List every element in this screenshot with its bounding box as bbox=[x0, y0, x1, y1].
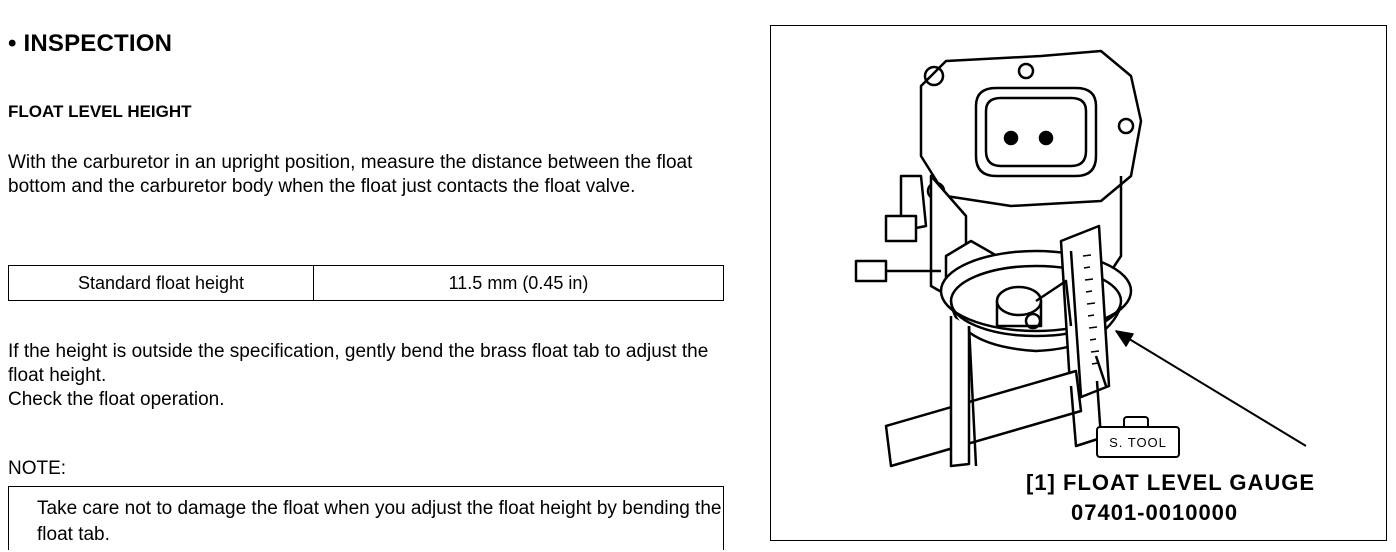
note-text: Take care not to damage the float when y… bbox=[37, 498, 722, 545]
carburetor-illustration bbox=[854, 49, 1307, 468]
carburetor-figure: S. TOOL [1] FLOAT LEVEL GAUGE 07401-0010… bbox=[770, 25, 1387, 541]
spec-value: 11.5 mm (0.45 in) bbox=[448, 272, 589, 293]
spec-label: Standard float height bbox=[9, 266, 314, 300]
note-box: Take care not to damage the float when y… bbox=[8, 486, 724, 550]
adjust-paragraph: If the height is outside the specificati… bbox=[8, 340, 738, 412]
spec-table: Standard float height 11.5 mm (0.45 in) bbox=[8, 265, 724, 301]
part-number: 07401-0010000 bbox=[1071, 500, 1239, 525]
special-tool-tag: S. TOOL bbox=[1096, 426, 1180, 458]
note-label: NOTE: bbox=[8, 458, 67, 479]
section-heading: • INSPECTION bbox=[8, 30, 173, 57]
subsection-heading: FLOAT LEVEL HEIGHT bbox=[8, 102, 192, 121]
tool-tag-tab bbox=[1123, 416, 1149, 430]
figure-caption: [1] FLOAT LEVEL GAUGE bbox=[1026, 470, 1316, 495]
adjust-line-2: Check the float operation. bbox=[8, 389, 225, 410]
intro-paragraph: With the carburetor in an upright positi… bbox=[8, 152, 693, 197]
adjust-line-1: If the height is outside the specificati… bbox=[8, 341, 709, 386]
